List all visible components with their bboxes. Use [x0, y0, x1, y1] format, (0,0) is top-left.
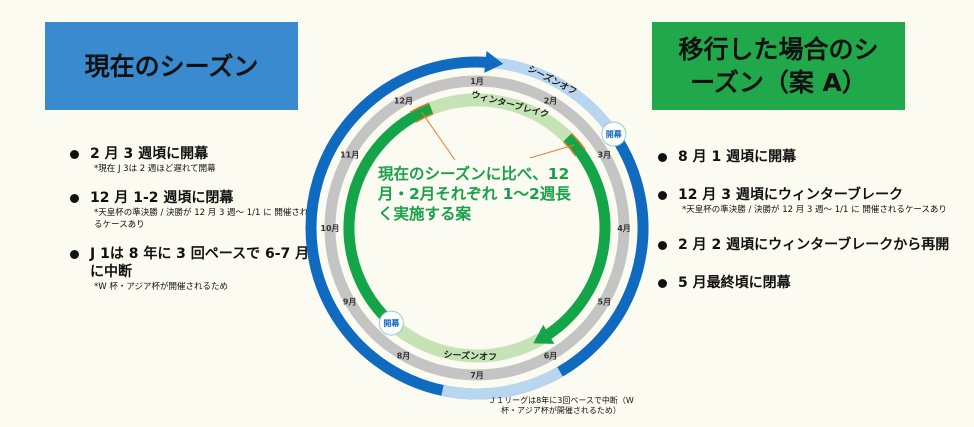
month-label: 3月 [598, 151, 612, 160]
outer-segment-off [493, 57, 619, 138]
month-label: 12月 [394, 97, 413, 106]
kickoff-badge [601, 121, 627, 147]
month-ring [324, 75, 630, 381]
inner-segment-season [343, 103, 434, 328]
item-main: 2 月 3 週頃に開幕 [90, 146, 209, 162]
kickoff-badge-label: 開幕 [606, 129, 623, 139]
inner-segment-season [538, 133, 611, 344]
item-note: *天皇杯の準決勝 / 決勝が 12 月 3 週〜 1/1 に 開催されるケースあ… [682, 205, 947, 215]
month-label: 5月 [598, 298, 612, 307]
outer-segment-off [441, 366, 563, 400]
bullet-icon [658, 191, 667, 200]
inner-arrow-icon [533, 324, 555, 344]
list-item: 5 月最終頃に閉幕 [658, 274, 968, 292]
current-season-list: 2 月 3 週頃に開幕 *現在 J 3は 2 週ほど遅れて開幕 12 月 1-2 週… [70, 145, 310, 307]
bullet-icon [658, 153, 667, 162]
item-note: *天皇杯の準決勝 / 決勝が 12 月 3 週〜 1/1 に 開催されるケースあ… [94, 208, 309, 230]
list-item: 2 月 2 週頃にウィンターブレークから再開 [658, 236, 968, 254]
outer-segment-season [305, 56, 649, 400]
list-item: 12 月 3 週頃にウィンターブレーク *天皇杯の準決勝 / 決勝が 12 月 3… [658, 186, 968, 216]
item-main: 8 月 1 週頃に開幕 [678, 149, 797, 165]
month-label: 4月 [617, 224, 631, 233]
month-label: 7月 [470, 371, 484, 380]
item-main: J 1は 8 年に 3 回ペースで 6-7 月に中断 [90, 246, 310, 280]
item-main: 2 月 2 週頃にウィンターブレークから再開 [678, 237, 950, 253]
bullet-icon [70, 150, 79, 159]
extension-box [563, 133, 585, 156]
inner-segment-off [428, 93, 573, 143]
list-item: 2 月 3 週頃に開幕 *現在 J 3は 2 週ほど遅れて開幕 [70, 145, 310, 175]
month-label: 2月 [544, 97, 558, 106]
item-note: *W 杯・アジア杯が開催されるため [94, 282, 229, 292]
item-main: 12 月 3 週頃にウィンターブレーク [678, 187, 904, 203]
proposal-title: 移行した場合のシーズン（案 A） [678, 35, 879, 97]
kickoff-badge-label: 開幕 [383, 318, 400, 328]
list-item: 12 月 1-2 週頃に閉幕 *天皇杯の準決勝 / 決勝が 12 月 3 週〜 1… [70, 189, 310, 231]
month-label: 8月 [397, 351, 411, 360]
center-caption: 現在のシーズンに比べ、12月・2月それぞれ 1〜2週長く実施する案 [378, 165, 571, 223]
proposal-season-list: 8 月 1 週頃に開幕 12 月 3 週頃にウィンターブレーク *天皇杯の準決勝 /… [658, 148, 968, 312]
current-season-header: 現在のシーズン [45, 22, 298, 110]
item-note: *現在 J 3は 2 週ほど遅れて開幕 [94, 164, 216, 174]
bullet-icon [658, 279, 667, 288]
proposal-season-header: 移行した場合のシーズン（案 A） [652, 22, 905, 110]
month-label: 9月 [343, 298, 357, 307]
kickoff-badge [378, 310, 404, 336]
month-label: 1月 [470, 77, 484, 86]
month-label: 6月 [544, 351, 558, 360]
bullet-icon [70, 250, 79, 259]
item-main: 12 月 1-2 週頃に閉幕 [90, 190, 234, 206]
leader-line [421, 112, 456, 161]
bullet-icon [70, 194, 79, 203]
inner-off-label: シーズンオフ [443, 348, 497, 363]
footnote-text: Ｊ１リーグは8年に3回ペースで中断（W杯・アジア杯が開催されるため） [488, 396, 634, 415]
inner-segment-off [387, 318, 545, 363]
month-label: 11月 [340, 151, 359, 160]
month-label: 10月 [320, 224, 339, 233]
bullet-icon [658, 241, 667, 250]
footnote: Ｊ１リーグは8年に3回ペースで中断（W杯・アジア杯が開催されるため） [486, 396, 636, 416]
list-item: J 1は 8 年に 3 回ペースで 6-7 月に中断 *W 杯・アジア杯が開催され… [70, 245, 310, 293]
outer-arrow-icon [484, 51, 504, 73]
leader-line [529, 144, 575, 159]
list-item: 8 月 1 週頃に開幕 [658, 148, 968, 166]
item-main: 5 月最終頃に閉幕 [678, 275, 791, 291]
